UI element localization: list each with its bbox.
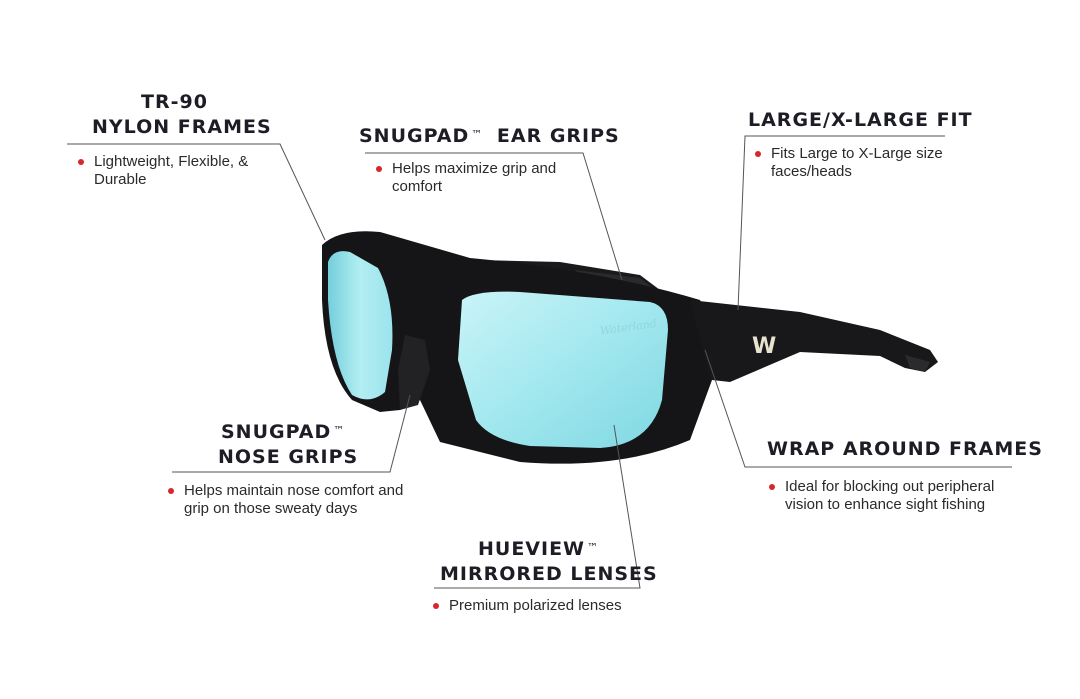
bullet-dot-icon [755,151,761,157]
right-lens [458,291,668,448]
title-line-1-rest: Ear Grips [496,125,620,147]
trademark-mark: ™ [333,424,346,437]
nose-pad [398,335,430,410]
feature-title-nose-grips-line2: Nose Grips [218,445,358,470]
feature-bullet-wrap: Ideal for blocking out peripheral vision… [769,478,1035,514]
title-line-2: Mirrored Lenses [440,563,658,585]
feature-title-ear-grips: Snugpad™ Ear Grips [359,124,620,149]
leader-line-ear-grips [365,152,623,281]
feature-title-lenses-line2: Mirrored Lenses [440,562,658,587]
feature-bullet-ear-grips: Helps maximize grip and comfort [376,160,592,196]
bullet-dot-icon [78,159,84,165]
title-line-1: Wrap Around Frames [767,438,1043,460]
leader-line-tr90 [67,143,326,241]
bullet-text: Helps maximize grip and comfort [392,160,557,195]
bullet-text: Fits Large to X-Large size faces/heads [771,145,943,180]
feature-bullet-lenses: Premium polarized lenses [433,597,669,615]
bullet-dot-icon [433,603,439,609]
title-line-1: TR-90 [141,91,208,113]
feature-title-fit: Large/X-Large Fit [748,108,973,133]
title-line-2: Nose Grips [218,446,359,468]
bullet-text: Ideal for blocking out peripheral vision… [785,478,995,513]
feature-bullet-nose-grips: Helps maintain nose comfort and grip on … [168,482,414,518]
feature-title-tr90-line2: Nylon Frames [92,115,272,140]
near-temple [690,300,938,382]
title-line-1: Snugpad [359,125,470,147]
feature-bullet-fit: Fits Large to X-Large size faces/heads [755,145,981,181]
bullet-dot-icon [769,484,775,490]
feature-title-nose-grips: Snugpad™ [221,420,345,445]
feature-bullet-tr90: Lightweight, Flexible, & Durable [78,153,294,189]
bullet-dot-icon [168,488,174,494]
feature-title-wrap: Wrap Around Frames [767,437,1043,462]
trademark-mark: ™ [471,128,484,141]
bullet-text: Helps maintain nose comfort and grip on … [184,482,404,517]
trademark-mark: ™ [587,541,600,554]
bullet-dot-icon [376,166,382,172]
title-line-1: HueView [478,538,586,560]
bullet-text: Premium polarized lenses [449,597,622,614]
title-line-2: Nylon Frames [92,116,272,138]
leader-line-wrap [704,349,1012,468]
leader-line-nose-grips [172,394,411,473]
leader-line-fit [737,135,945,311]
leader-line-lenses [434,424,641,589]
bullet-text: Lightweight, Flexible, & Durable [94,153,249,188]
feature-title-tr90: TR-90 [141,90,208,115]
title-line-1: Snugpad [221,421,332,443]
temple-logo-icon: W [752,334,776,359]
title-line-1: Large/X-Large Fit [748,109,973,131]
feature-title-lenses: HueView™ [478,537,599,562]
left-lens [328,251,393,400]
